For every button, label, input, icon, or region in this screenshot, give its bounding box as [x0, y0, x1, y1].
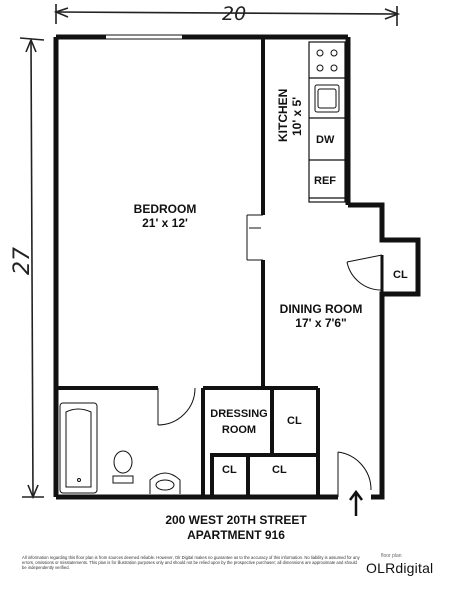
- bathroom-sink-icon: [149, 472, 181, 494]
- address-street: 200 WEST 20TH STREET: [165, 513, 307, 527]
- closet-label-dressing-right: CL: [287, 415, 302, 427]
- dining-room-size: 17' x 7'6": [295, 316, 347, 330]
- kitchen-fixtures: [308, 41, 346, 203]
- sink-icon: [314, 84, 340, 113]
- closet-door-swing: [346, 254, 383, 291]
- left-dimension-label: 27: [10, 247, 35, 275]
- bedroom-name: BEDROOM: [133, 202, 197, 216]
- closet-label-bottom-right: CL: [272, 464, 287, 476]
- address-unit: APARTMENT 916: [187, 528, 285, 542]
- entry-arrow-icon: [349, 489, 363, 516]
- left-dimension-line: [19, 37, 45, 500]
- top-dimension-line: [53, 4, 401, 26]
- closet-label-bottom-left: CL: [222, 464, 237, 476]
- brand-logo: OLRdigital: [366, 560, 434, 576]
- stove-icon: [316, 49, 338, 72]
- closet-label-dining: CL: [393, 269, 408, 281]
- exterior-walls: [53, 34, 421, 500]
- refrigerator-label: REF: [314, 175, 336, 187]
- bedroom-window: [106, 34, 182, 40]
- kitchen-size: 10' x 5': [290, 96, 304, 136]
- interior-walls: [56, 37, 320, 497]
- entry-door-swing: [337, 451, 372, 497]
- brand-small-text: floor plan: [381, 553, 402, 559]
- disclaimer-text: All information regarding this floor pla…: [22, 555, 360, 570]
- bedroom-size: 21' x 12': [142, 216, 188, 230]
- kitchen-name: KITCHEN: [276, 88, 290, 142]
- bedroom-doorway: [246, 214, 263, 261]
- toilet-icon: [112, 450, 134, 484]
- dining-room-name: DINING ROOM: [279, 302, 363, 316]
- top-dimension-label: 20: [222, 3, 247, 25]
- dishwasher-label: DW: [316, 134, 335, 146]
- dressing-room-name-line2: ROOM: [221, 424, 257, 436]
- bathtub-icon: [59, 402, 98, 494]
- bathroom-door-swing: [157, 387, 196, 426]
- dressing-room-name: DRESSING: [210, 408, 268, 420]
